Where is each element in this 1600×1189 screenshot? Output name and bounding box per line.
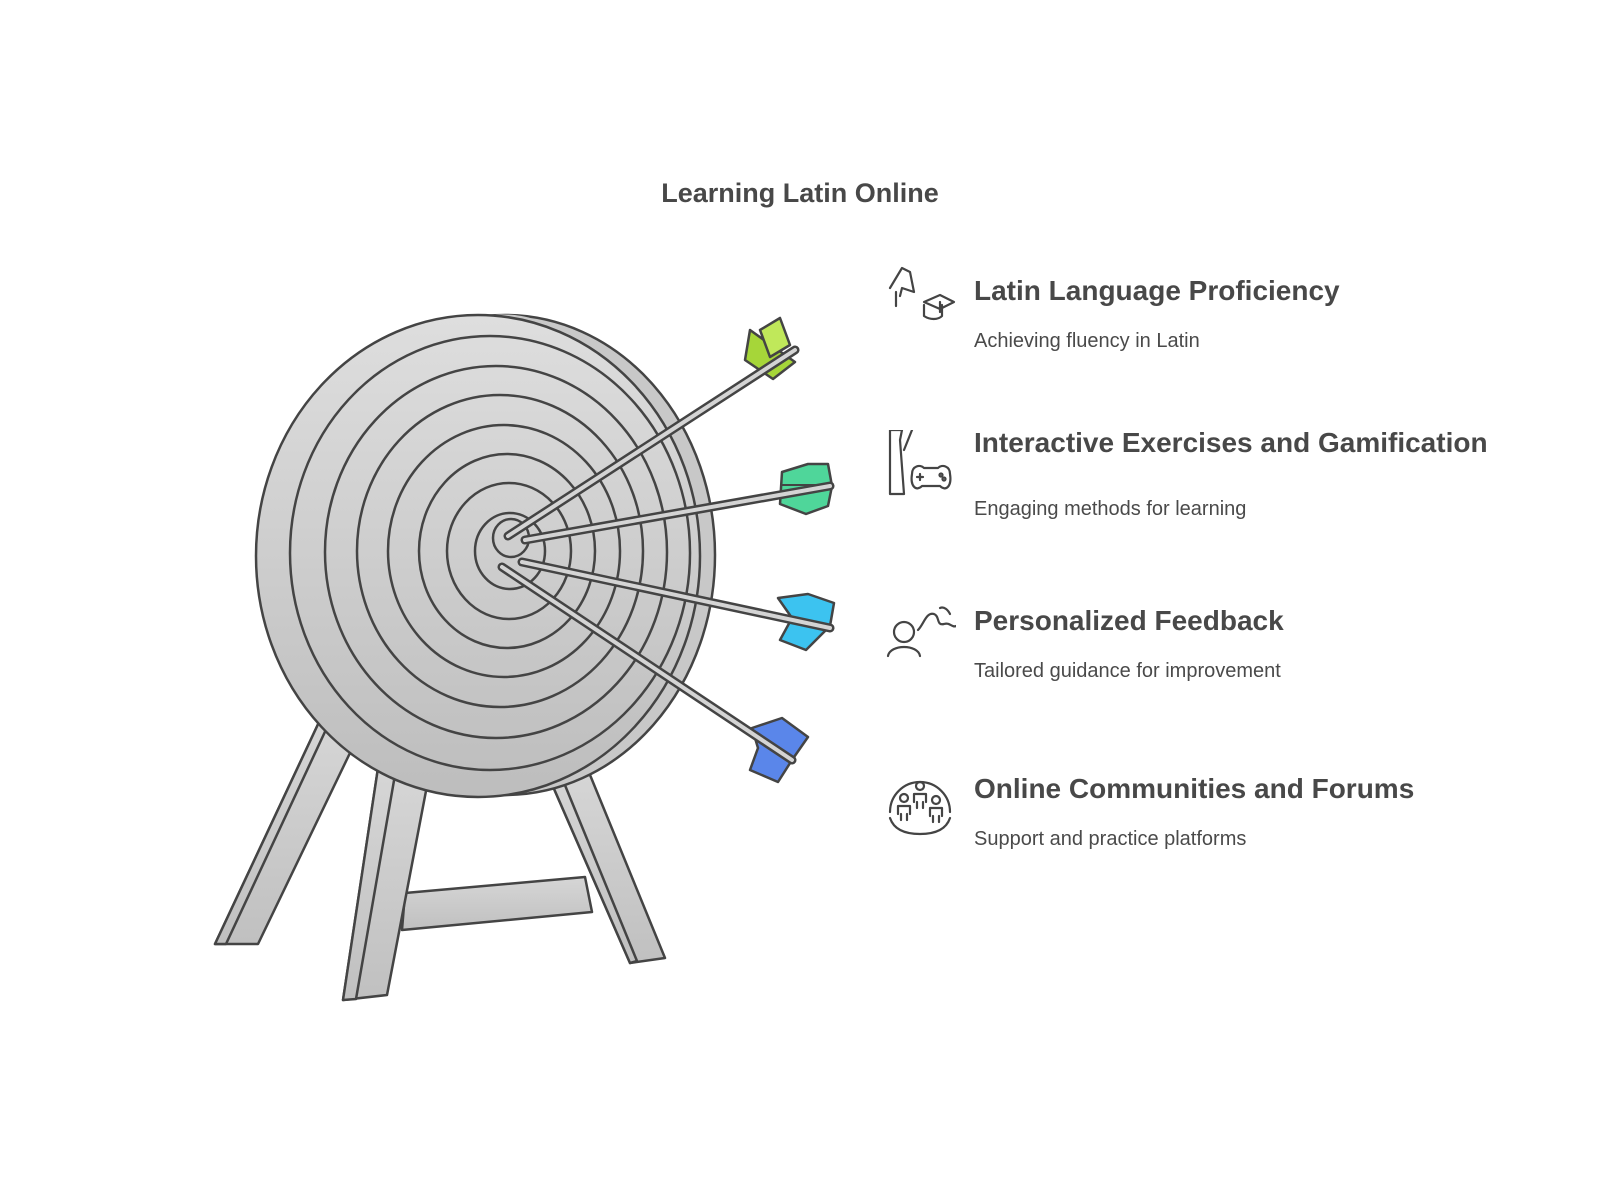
community-icon: [888, 780, 952, 836]
item-interactive-exercises: Interactive Exercises and Gamification E…: [886, 427, 1488, 540]
item-title: Latin Language Proficiency: [974, 275, 1340, 306]
stand-leg-back-right: [546, 768, 667, 965]
target-board: [254, 313, 717, 799]
item-title: Personalized Feedback: [974, 605, 1284, 636]
item-online-communities: Online Communities and Forums Support an…: [886, 772, 1486, 882]
arrow-1: [503, 316, 800, 541]
arrow-2: [520, 462, 835, 545]
proficiency-icon: [888, 266, 956, 321]
item-description: Tailored guidance for improvement: [974, 660, 1281, 682]
stand-crossbar: [400, 875, 594, 932]
item-description: Engaging methods for learning: [974, 498, 1247, 520]
stand-leg-front: [341, 766, 432, 1002]
feedback-person-icon: [886, 606, 956, 658]
item-title: Online Communities and Forums: [974, 773, 1415, 804]
stand-leg-left: [213, 718, 364, 946]
arrow-4: [497, 562, 810, 784]
page-title: Learning Latin Online: [661, 178, 939, 208]
item-description: Achieving fluency in Latin: [974, 330, 1200, 352]
item-description: Support and practice platforms: [974, 828, 1247, 850]
item-title: Interactive Exercises and Gamification: [974, 427, 1488, 458]
item-latin-proficiency: Latin Language Proficiency Achieving flu…: [886, 262, 1486, 372]
item-personalized-feedback: Personalized Feedback Tailored guidance …: [886, 604, 1486, 714]
arrow-3: [517, 557, 836, 652]
game-controller-icon: [888, 430, 952, 496]
